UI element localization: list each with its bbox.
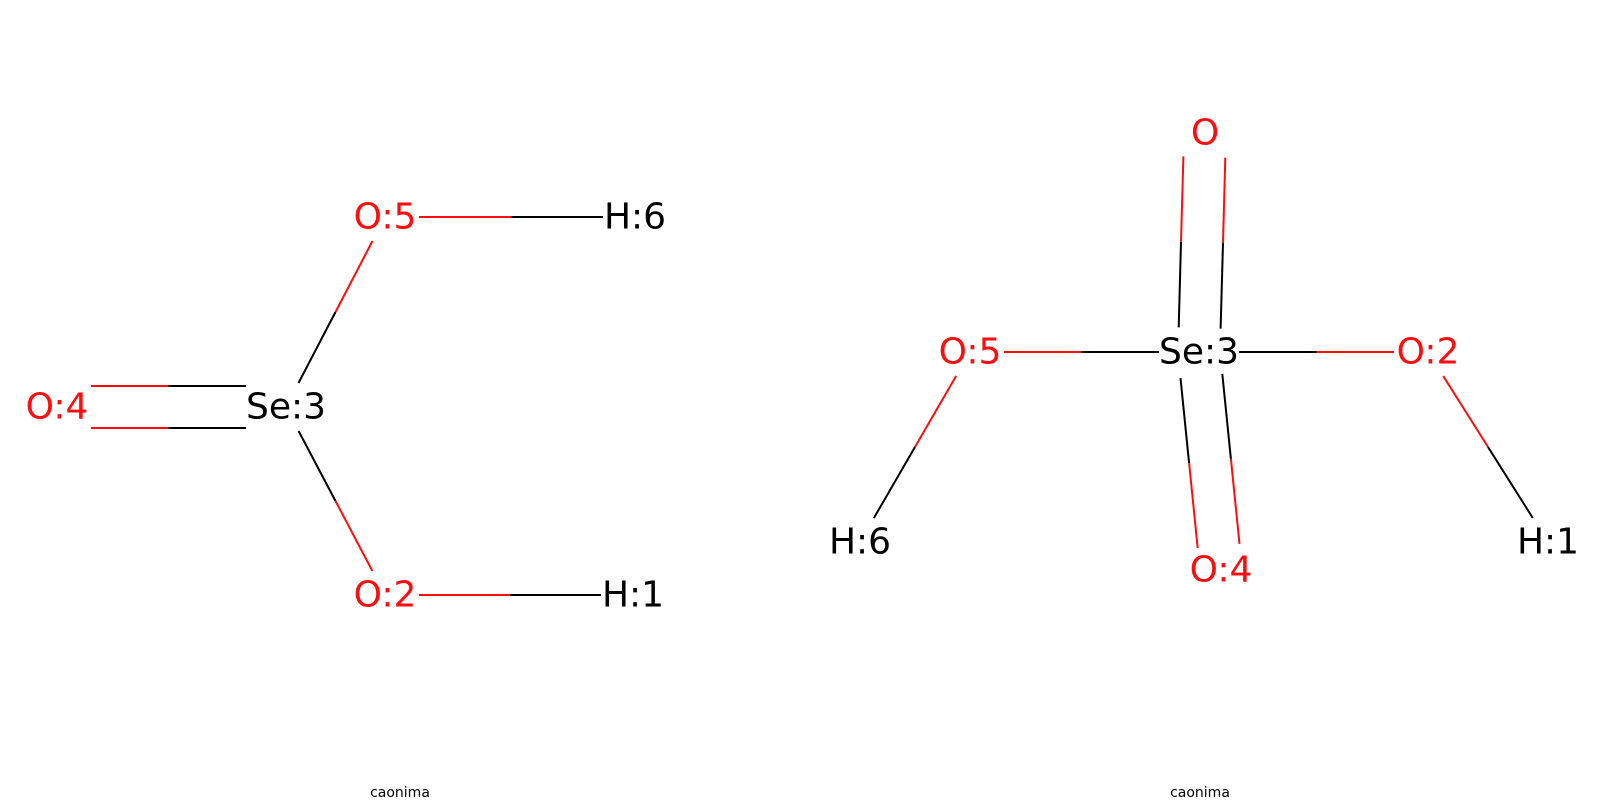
bond-se3-o2-b xyxy=(334,500,374,572)
atom-label-se3: Se:3 xyxy=(1159,332,1239,373)
bond-se3-o5-a xyxy=(297,311,337,384)
atom-label-h6: H:6 xyxy=(829,522,891,563)
bond-se3-o5-b xyxy=(334,240,374,313)
atom-label-otop: O xyxy=(1191,113,1219,154)
molecule-caption: caonima xyxy=(1170,785,1230,800)
atom-label-h1: H:1 xyxy=(1517,522,1579,563)
bond-o5-h6-a xyxy=(914,375,957,448)
atom-layer: O:5 H:6O:4 Se:3O:2 H:1 xyxy=(26,197,666,616)
atom-label-o4: O:4 xyxy=(1190,550,1253,591)
bond-se3-o4-line1-a xyxy=(1221,373,1232,460)
bond-se3-o4-line2-a xyxy=(1179,377,1191,464)
bond-se3-otop-line1-a xyxy=(1177,241,1182,328)
bond-se3-o4-line2-b xyxy=(1188,462,1199,549)
atom-label-o4: O:4 xyxy=(26,387,89,428)
atom-label-h6: H:6 xyxy=(604,197,666,238)
atom-label-o5: O:5 xyxy=(939,332,1002,373)
atom-label-o2: O:2 xyxy=(354,575,417,616)
bond-se3-o2-a xyxy=(297,430,337,502)
atom-layer: O O:5 Se:3 O:2H:6O:4 H:1 xyxy=(829,113,1579,591)
bond-layer xyxy=(91,216,603,596)
atom-label-o5: O:5 xyxy=(354,197,417,238)
bond-o2-h1-b xyxy=(1487,446,1534,519)
molecule-panel-right: O O:5 Se:3 O:2H:6O:4 H:1 caonima xyxy=(829,113,1579,800)
bond-se3-otop-line1-b xyxy=(1180,156,1185,242)
bond-se3-otop-line2-b xyxy=(1222,157,1227,244)
bond-se3-o4-line1-b xyxy=(1229,458,1241,545)
bond-o2-h1-a xyxy=(1442,375,1489,448)
atom-label-h1: H:1 xyxy=(602,575,664,616)
bond-o5-h6-b xyxy=(873,446,916,519)
molecule-caption: caonima xyxy=(370,785,430,800)
atom-label-se3: Se:3 xyxy=(246,387,326,428)
bond-se3-otop-line2-a xyxy=(1219,243,1224,329)
bond-layer xyxy=(873,156,1534,549)
atom-label-o2: O:2 xyxy=(1397,332,1460,373)
molecule-panel-left: O:5 H:6O:4 Se:3O:2 H:1 caonima xyxy=(26,197,666,800)
